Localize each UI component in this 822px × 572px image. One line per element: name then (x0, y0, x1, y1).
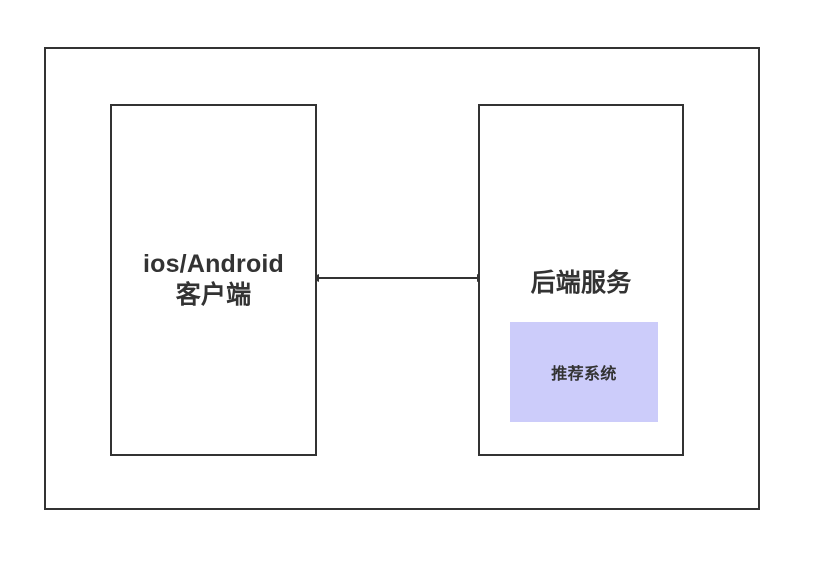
node-client[interactable]: ios/Android 客户端 (110, 104, 317, 456)
node-recommender-label: 推荐系统 (551, 366, 617, 383)
node-client-label-latin: ios/Android (142, 249, 285, 278)
connector-client-backend[interactable] (316, 262, 480, 294)
node-recommender[interactable]: 推荐系统 (510, 322, 658, 422)
node-backend-label: 后端服务 (530, 269, 632, 297)
node-client-label: ios/Android 客户端 (143, 249, 284, 312)
node-client-label-cjk: 客户端 (175, 281, 252, 309)
